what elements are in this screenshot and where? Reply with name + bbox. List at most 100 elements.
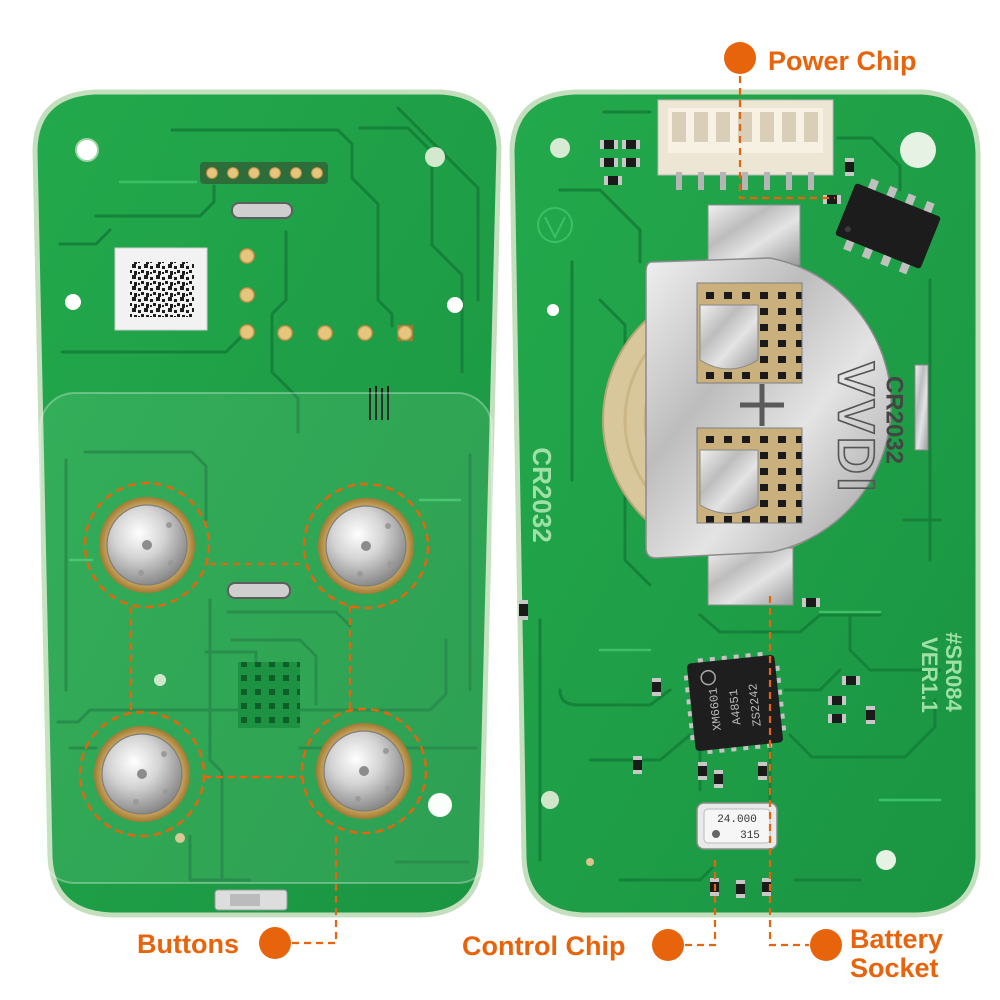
mounting-hole [428,793,452,817]
smd-body [622,158,640,167]
trace [208,598,224,882]
smd-terminal [837,195,841,204]
smd-terminal [614,158,618,167]
smd-component [519,600,528,620]
silk-mark [369,386,389,420]
smd-component [652,678,661,696]
smd-terminal [842,714,846,723]
annotation-layer: Power Chip Buttons Control Chip Battery … [78,42,943,983]
smd-component [600,140,618,149]
smd-component [633,756,642,774]
trace [358,126,464,374]
connector-slot [782,112,796,142]
smd-terminal [519,600,528,604]
smd-terminal [600,140,604,149]
smd-terminal [866,706,875,710]
battery-socket-label-line2: Socket [850,953,939,983]
smd-terminal [758,776,767,780]
button-highlight-rings [78,481,430,838]
control-chip-leader [685,858,717,947]
power-chip [835,178,941,275]
crystal-frequency: 24.000 [717,814,757,826]
test-pad-square [397,325,413,341]
chip-marking-line: ZS2242 [746,683,764,727]
header-strip [200,162,328,184]
connector-slot [804,112,818,142]
smd-terminal [842,696,846,705]
smd-terminal [714,770,723,774]
smd-terminal [636,140,640,149]
button-contact-dot [133,799,139,805]
header-pad [248,167,260,179]
smd-terminal [758,762,767,766]
data-matrix-label [114,247,208,331]
connector [657,99,834,190]
smd-component [600,158,618,167]
crystal: 24.000 315 [696,802,778,850]
holder-side-clip [914,364,929,451]
smd-terminal [633,770,642,774]
battery-socket-leader [768,596,809,947]
test-pad [317,325,333,341]
battery-socket-marker [810,929,842,961]
holder-top-tab [707,204,801,266]
smd-components [519,140,875,898]
button-contact-dot [168,560,174,566]
header-pads [200,162,328,184]
test-pad [239,287,255,303]
via [547,304,559,316]
smd-terminal [622,158,626,167]
mounting-holes [65,138,463,843]
smd-body [758,762,767,780]
smd-terminal [604,176,608,185]
smd-terminal [816,598,820,607]
left-pcb [32,89,502,918]
smd-terminal [600,158,604,167]
smd-terminal [866,720,875,724]
control-chip: XM6601 A4851 ZS2242 [683,651,787,755]
test-pad [357,325,373,341]
trace [58,228,112,246]
smd-terminal [652,678,661,682]
smd-component [866,706,875,724]
header-pad [206,167,218,179]
smd-terminal [614,140,618,149]
smd-terminal [652,692,661,696]
mounting-hole [900,132,936,168]
smd-component [604,176,622,185]
trace [226,610,352,628]
test-pad [239,248,255,264]
trace [396,106,480,302]
button-contact-dot [161,751,167,757]
crystal-dot [712,830,720,838]
smd-terminal [636,158,640,167]
smd-body [600,158,618,167]
smd-terminal [842,676,846,685]
smd-component [698,762,707,780]
logo-v [544,216,566,240]
connector-slot [738,112,752,142]
smd-component [802,598,820,607]
connector-slot [716,112,730,142]
smd-body [866,706,875,724]
trace [618,866,714,882]
smd-component [714,770,723,788]
button-center-dimple [361,541,371,551]
header-pad [311,167,323,179]
power-chip-label: Power Chip [768,46,917,76]
connector-pin [786,172,792,190]
trace [83,450,208,522]
mounting-hole [447,297,463,313]
mounting-holes [541,132,936,870]
button-contact-dot [383,748,389,754]
smd-component [828,714,846,723]
crystal-code: 315 [740,830,760,842]
trace [783,668,842,692]
battery-socket: VVDI CR2032 [602,204,929,606]
smd-body [698,762,707,780]
button-center-dimple [142,540,152,550]
connector-slot [672,112,686,142]
smd-terminal [736,894,745,898]
smd-body [633,756,642,774]
smd-terminal [762,878,771,882]
